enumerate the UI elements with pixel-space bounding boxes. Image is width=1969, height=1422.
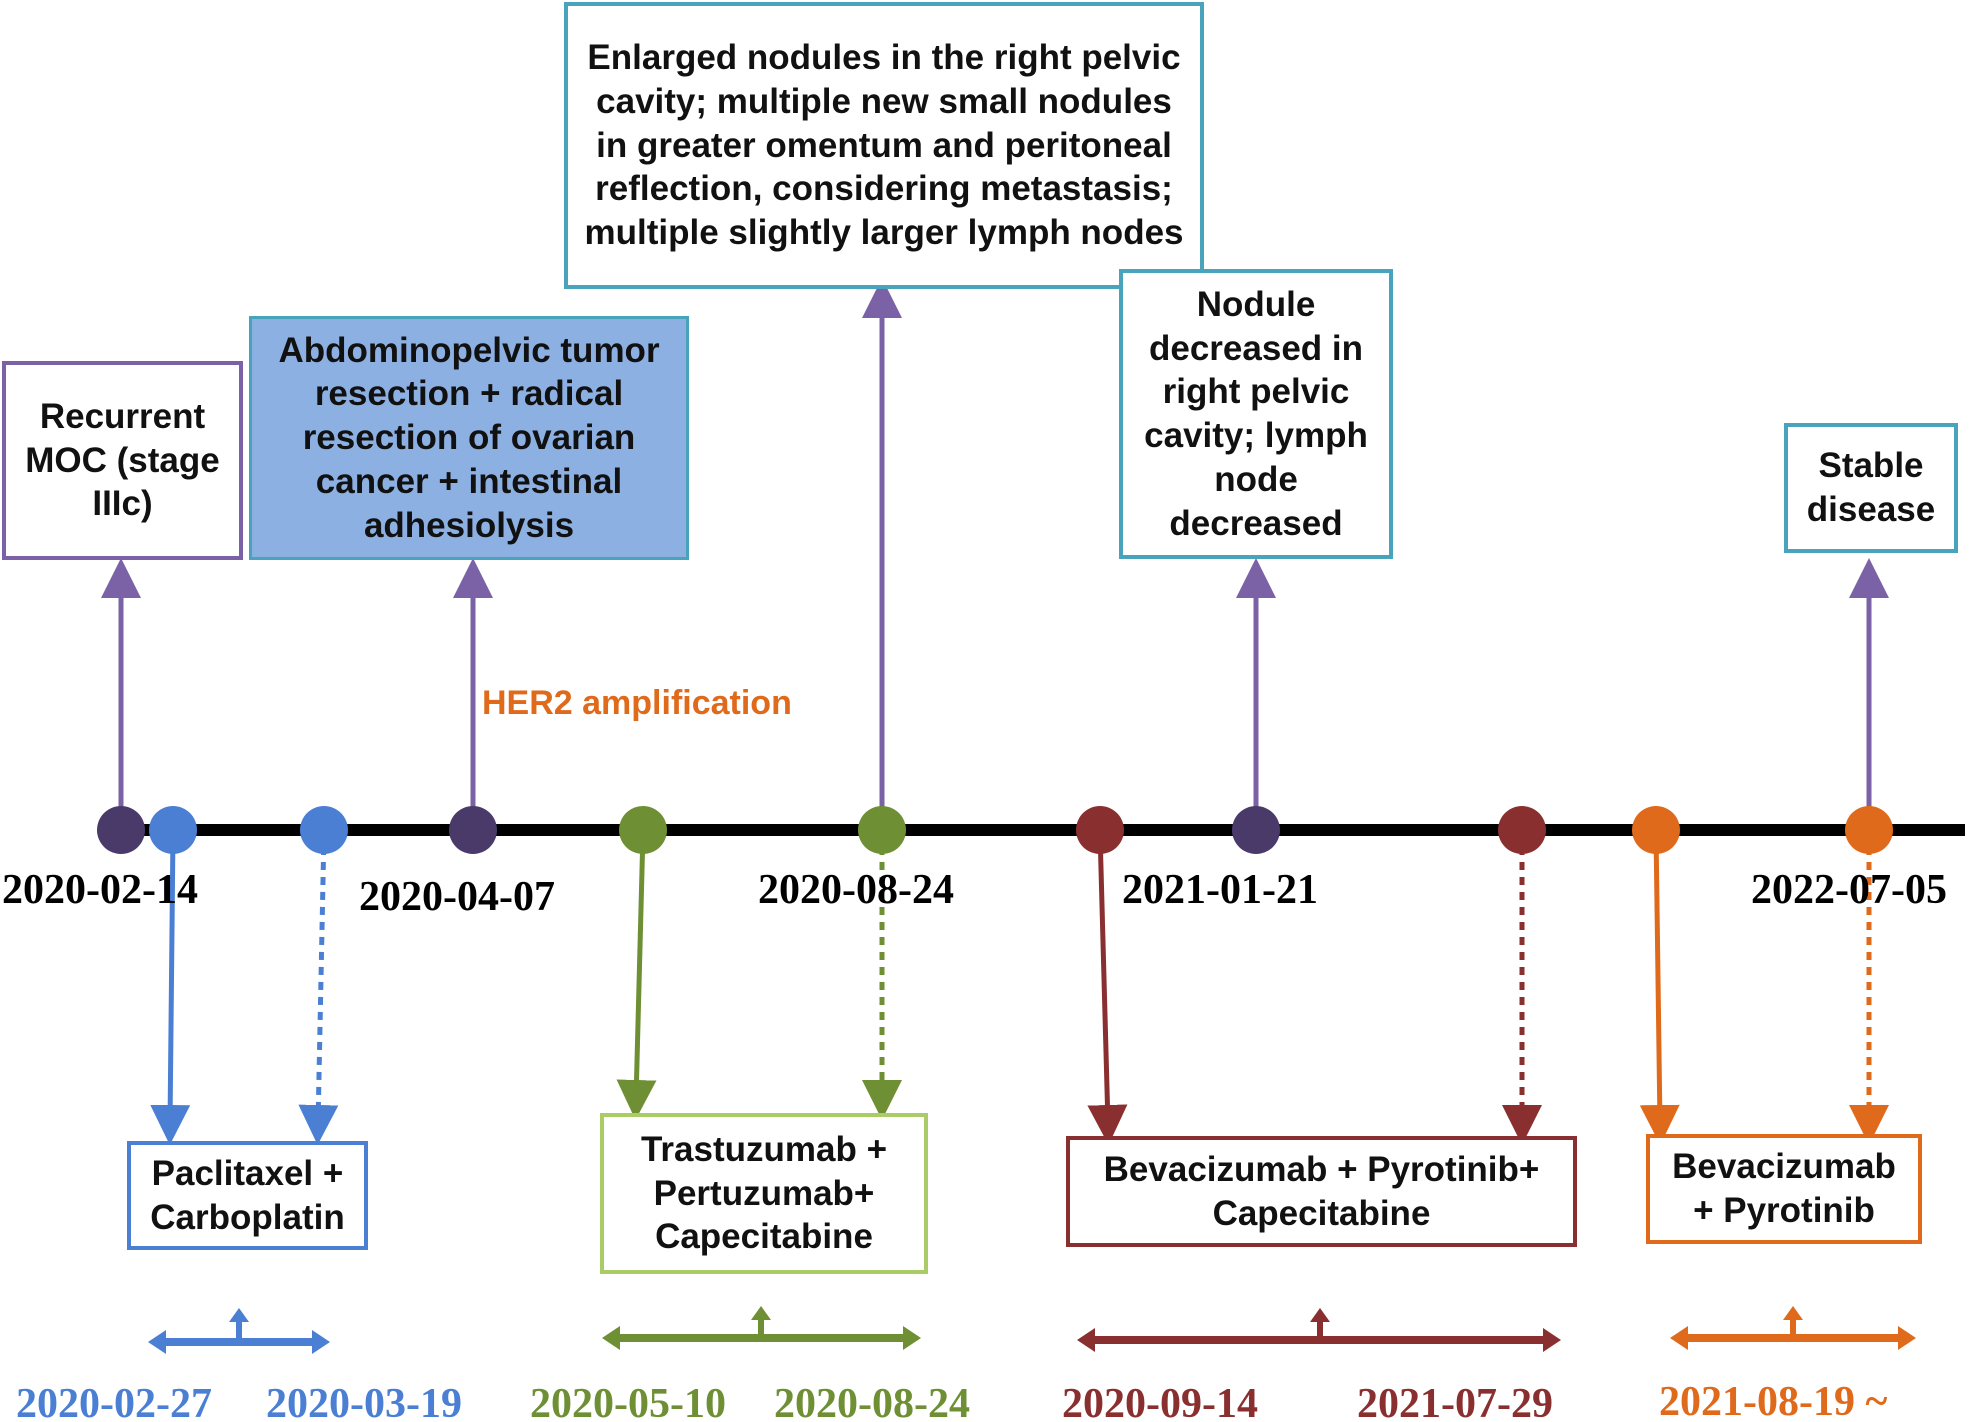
treatment-box-beva3: Bevacizumab + Pyrotinib+ Capecitabine <box>1066 1136 1577 1247</box>
period-date-her2-start: 2020-05-10 <box>530 1381 726 1422</box>
event-text-recurrent: Recurrent MOC (stage IIIc) <box>25 396 220 524</box>
event-text-stable: Stable disease <box>1806 446 1936 529</box>
treatment-arrow-beva2-start <box>1639 831 1680 1145</box>
dot-beva3-start <box>1076 806 1124 854</box>
dot-her2-end <box>858 806 906 854</box>
treatment-arrow-beva3-start <box>1087 831 1128 1145</box>
event-text-surgery: Abdominopelvic tumor resection + radical… <box>278 330 660 545</box>
period-date-beva3-end: 2021-07-29 <box>1357 1381 1553 1422</box>
dot-chemo-start <box>149 806 197 854</box>
treatment-text-beva2: Bevacizumab + Pyrotinib <box>1672 1147 1896 1230</box>
dot-chemo-end <box>300 806 348 854</box>
dot-her2-start <box>619 806 667 854</box>
dot-stable <box>1845 806 1893 854</box>
period-date-beva2-start: 2021-08-19 ~ <box>1659 1379 1888 1422</box>
her2-amplification-note: HER2 amplification <box>482 684 792 722</box>
treatment-text-chemo: Paclitaxel + Carboplatin <box>150 1153 345 1237</box>
treatment-arrow-her2-start <box>616 831 657 1120</box>
treatment-arrow-chemo-start <box>150 831 191 1145</box>
event-box-recurrent: Recurrent MOC (stage IIIc) <box>2 361 243 560</box>
period-span-beva2 <box>1670 1306 1916 1350</box>
treatment-text-beva3: Bevacizumab + Pyrotinib+ Capecitabine <box>1103 1149 1540 1233</box>
period-date-beva3-start: 2020-09-14 <box>1062 1381 1258 1422</box>
dot-surgery <box>449 806 497 854</box>
dot-beva2-start <box>1632 806 1680 854</box>
period-span-chemo <box>148 1308 330 1354</box>
dot-beva3-end <box>1498 806 1546 854</box>
period-span-her2 <box>602 1306 921 1350</box>
period-date-chemo-end: 2020-03-19 <box>266 1381 462 1422</box>
dot-recurrent <box>97 806 145 854</box>
axis-date-2: 2020-04-07 <box>359 874 555 920</box>
event-box-stable: Stable disease <box>1784 423 1958 553</box>
axis-date-5: 2022-07-05 <box>1751 867 1947 913</box>
treatment-box-beva2: Bevacizumab + Pyrotinib <box>1646 1134 1922 1244</box>
dot-decreased <box>1232 806 1280 854</box>
event-box-enlarged: Enlarged nodules in the right pelvic cav… <box>564 2 1204 289</box>
event-text-decreased: Nodule decreased in right pelvic cavity;… <box>1144 284 1368 543</box>
event-text-enlarged: Enlarged nodules in the right pelvic cav… <box>584 38 1184 253</box>
event-box-surgery: Abdominopelvic tumor resection + radical… <box>249 316 689 560</box>
treatment-text-her2: Trastuzumab + Pertuzumab+ Capecitabine <box>640 1129 888 1257</box>
axis-date-3: 2020-08-24 <box>758 867 954 913</box>
period-span-beva3 <box>1077 1308 1561 1352</box>
axis-date-4: 2021-01-21 <box>1122 867 1318 913</box>
treatment-arrow-chemo-end <box>298 831 339 1145</box>
period-date-her2-end: 2020-08-24 <box>774 1381 970 1422</box>
event-box-decreased: Nodule decreased in right pelvic cavity;… <box>1119 269 1393 559</box>
period-date-chemo-start: 2020-02-27 <box>16 1381 212 1422</box>
treatment-box-chemo: Paclitaxel + Carboplatin <box>127 1141 368 1250</box>
treatment-box-her2: Trastuzumab + Pertuzumab+ Capecitabine <box>600 1113 928 1274</box>
axis-date-1: 2020-02-14 <box>2 867 198 913</box>
